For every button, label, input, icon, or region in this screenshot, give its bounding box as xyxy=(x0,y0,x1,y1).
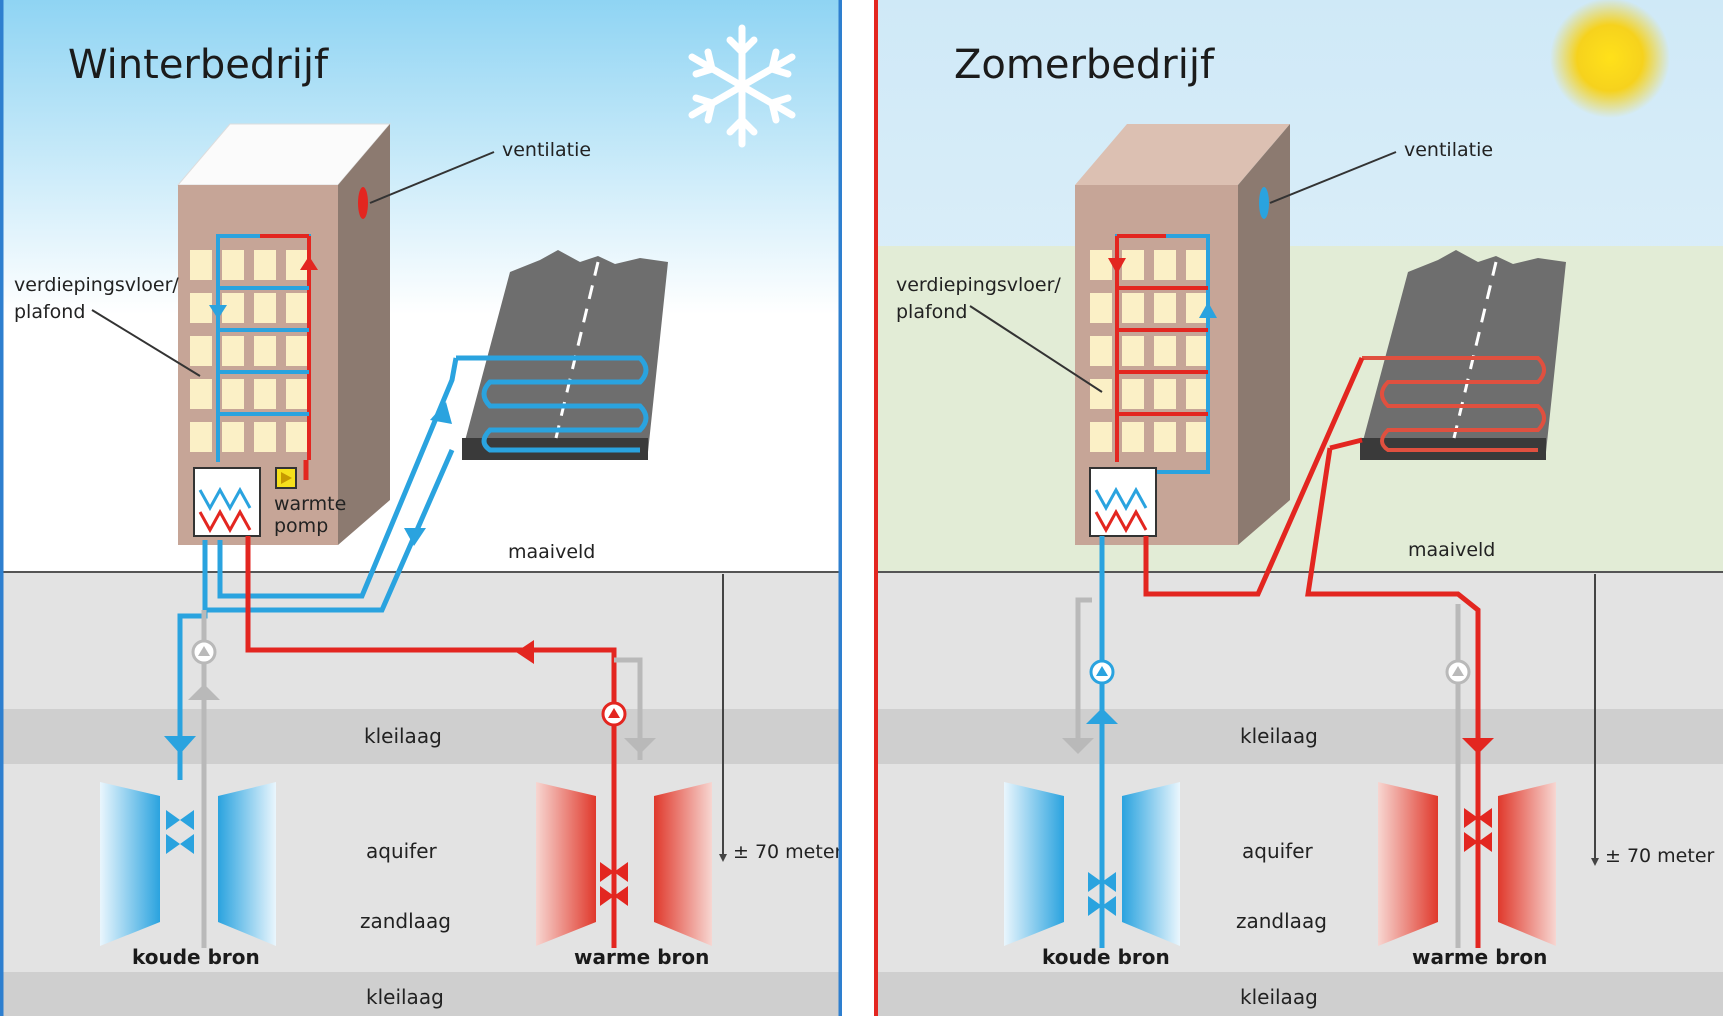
winter-ventilation-label: ventilatie xyxy=(502,139,591,161)
summer-building xyxy=(1075,124,1290,545)
summer-floor-label-line2: plafond xyxy=(896,301,967,323)
summer-warm-source-label: warme bron xyxy=(1412,945,1547,969)
winter-sky xyxy=(0,0,842,572)
summer-sand-label: zandlaag xyxy=(1236,909,1327,933)
winter-surface-label: maaiveld xyxy=(508,541,595,563)
winter-floor-label-line1: verdiepingsvloer/ xyxy=(14,274,179,296)
winter-cold-source-label: koude bron xyxy=(132,945,260,969)
summer-road-coil xyxy=(1362,356,1546,452)
winter-aquifer-label: aquifer xyxy=(366,839,438,863)
summer-panel: Zomerbedrijf xyxy=(842,0,1723,1016)
summer-clay-layer-top xyxy=(876,709,1723,764)
winter-border xyxy=(0,0,843,1016)
winter-clay-layer-bottom xyxy=(0,972,842,1016)
summer-title: Zomerbedrijf xyxy=(954,42,1215,88)
snowflake-icon xyxy=(688,24,796,148)
summer-depth-label: ± 70 meter xyxy=(1605,845,1715,867)
winter-panel: Winterbedrijf xyxy=(0,0,843,1016)
winter-road-coil xyxy=(456,355,649,453)
winter-building xyxy=(176,123,392,545)
winter-heat-pump-label-line2: pomp xyxy=(274,515,328,537)
summer-floor-label-line1: verdiepingsvloer/ xyxy=(896,274,1061,296)
summer-clay-top-label: kleilaag xyxy=(1240,724,1318,748)
winter-title: Winterbedrijf xyxy=(68,42,329,88)
summer-road xyxy=(1360,250,1566,460)
winter-clay-layer-top xyxy=(0,709,842,764)
summer-clay-bottom-label: kleilaag xyxy=(1240,985,1318,1009)
summer-cold-well xyxy=(1004,782,1180,946)
winter-floor-loop xyxy=(216,234,311,462)
sun-icon xyxy=(1550,0,1670,118)
winter-clay-top-label: kleilaag xyxy=(364,724,442,748)
winter-cold-well xyxy=(100,782,276,946)
winter-windows xyxy=(190,250,308,452)
summer-warm-well xyxy=(1378,782,1556,946)
winter-sand-label: zandlaag xyxy=(360,909,451,933)
winter-heat-pump-label-line1: warmte xyxy=(274,493,346,515)
winter-clay-bottom-label: kleilaag xyxy=(366,985,444,1009)
summer-ventilation-label: ventilatie xyxy=(1404,139,1493,161)
summer-field xyxy=(876,246,1723,572)
summer-clay-layer-bottom xyxy=(876,972,1723,1016)
summer-surface-label: maaiveld xyxy=(1408,539,1495,561)
winter-floor-label-line2: plafond xyxy=(14,301,85,323)
summer-aquifer-label: aquifer xyxy=(1242,839,1314,863)
winter-road xyxy=(456,250,668,460)
summer-windows xyxy=(1090,250,1208,452)
winter-depth-label: ± 70 meter xyxy=(733,841,843,863)
winter-ventilation-unit xyxy=(358,187,368,219)
winter-warm-source-label: warme bron xyxy=(574,945,709,969)
summer-cold-source-label: koude bron xyxy=(1042,945,1170,969)
summer-ventilation-unit xyxy=(1259,187,1269,219)
winter-warm-well xyxy=(536,782,712,946)
